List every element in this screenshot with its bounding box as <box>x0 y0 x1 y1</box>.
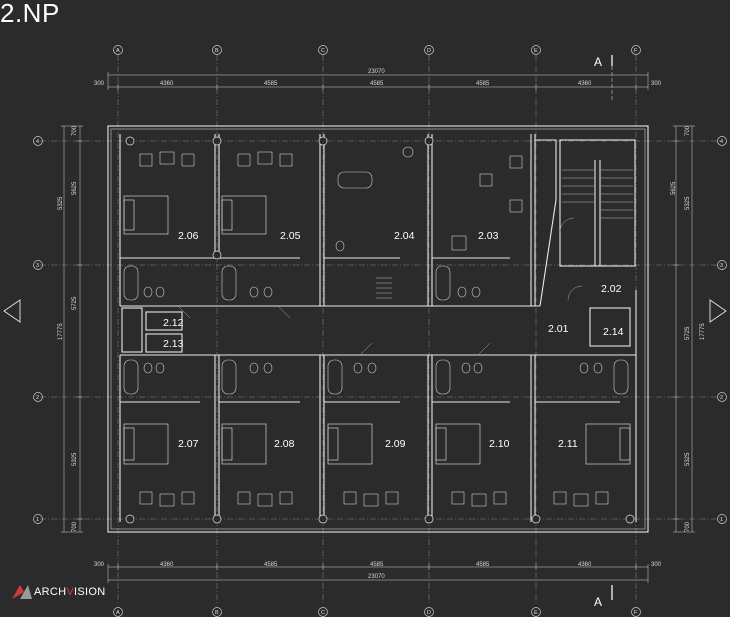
dim-left-seg-3: 5325 <box>58 196 64 210</box>
dim-right-total: 17775 <box>700 323 706 340</box>
dim-bottom-seg-4: 4585 <box>370 562 384 568</box>
dim-right-seg-3: 5325 <box>685 196 691 210</box>
dim-right-seg-5: 5325 <box>685 452 691 466</box>
dim-top-seg-3: 4585 <box>264 81 278 87</box>
columns <box>125 136 635 524</box>
dim-left-seg-5: 5325 <box>72 452 78 466</box>
stair-treads-small <box>376 277 392 299</box>
room-label-2-01: 2.01 <box>548 323 569 335</box>
dimension-lines-bottom <box>107 564 649 583</box>
grid-label-b-top: B <box>215 48 219 54</box>
dimension-lines-left <box>61 125 83 533</box>
grid-column-markers-bottom <box>113 607 641 617</box>
dim-left-seg-1: 700 <box>72 125 78 136</box>
grid-label-f-bottom: F <box>634 610 638 616</box>
angled-wall <box>535 139 557 307</box>
dim-top-total: 23070 <box>368 69 385 75</box>
grid-label-1-right: 1 <box>720 517 723 523</box>
dim-right-seg-2: 5625 <box>671 181 677 195</box>
dim-bottom-seg-7: 300 <box>651 562 662 568</box>
entrance-arrow-right-icon <box>709 299 727 323</box>
grid-label-3-right: 3 <box>720 263 723 269</box>
dim-top-seg-1: 300 <box>94 81 105 87</box>
beds-top <box>123 195 267 235</box>
page-title: 2.NP <box>0 0 60 28</box>
logo-text: ARCHVISION <box>34 586 106 598</box>
armchairs <box>139 151 609 507</box>
grid-label-1-left: 1 <box>36 517 39 523</box>
section-marker-top: A <box>594 55 613 100</box>
archvision-logo: ARCHVISION <box>10 584 105 600</box>
entrance-arrow-left-icon <box>3 299 21 323</box>
grid-label-f-top: F <box>634 48 638 54</box>
dim-top-seg-2: 4360 <box>160 81 174 87</box>
room-label-2-09: 2.09 <box>385 438 406 450</box>
building-walls <box>107 125 649 533</box>
grid-row-markers-left <box>33 136 43 524</box>
dim-bottom-seg-2: 4360 <box>160 562 174 568</box>
door-swings <box>177 217 583 356</box>
stair-treads <box>562 169 633 219</box>
room-label-2-10: 2.10 <box>489 438 510 450</box>
dim-left-seg-4: 5725 <box>72 296 78 310</box>
grid-label-4-left: 4 <box>36 139 39 145</box>
grid-label-a-top: A <box>116 48 120 54</box>
dim-right-seg-4: 5725 <box>685 326 691 340</box>
room-label-2-02: 2.02 <box>601 283 622 295</box>
dim-top-seg-5: 4585 <box>476 81 490 87</box>
room-label-2-12: 2.12 <box>163 317 184 329</box>
dim-bottom-total: 23070 <box>368 574 385 580</box>
grid-label-d-bottom: D <box>427 610 431 616</box>
room-label-2-11: 2.11 <box>558 438 578 450</box>
room-label-2-06: 2.06 <box>178 230 199 242</box>
room-label-2-14: 2.14 <box>603 326 624 338</box>
dim-right-seg-1: 700 <box>685 125 691 136</box>
grid-label-d-top: D <box>427 48 431 54</box>
dim-bottom-seg-6: 4360 <box>578 562 592 568</box>
grid-label-b-bottom: B <box>215 610 219 616</box>
dim-bottom-seg-5: 4585 <box>476 562 490 568</box>
room-label-2-07: 2.07 <box>178 438 199 450</box>
dim-top-seg-4: 4585 <box>370 81 384 87</box>
grid-label-2-right: 2 <box>720 395 723 401</box>
section-label-bottom: A <box>594 595 602 609</box>
dim-left-seg-2: 5625 <box>72 181 78 195</box>
dimension-lines-top <box>107 72 649 90</box>
grid-label-c-bottom: C <box>321 610 325 616</box>
section-marker-bottom: A <box>594 585 613 609</box>
grid-label-e-top: E <box>534 48 538 54</box>
dimension-lines-right <box>673 125 695 533</box>
dim-right-seg-6: 700 <box>685 521 691 532</box>
grid-label-a-bottom: A <box>116 610 120 616</box>
dim-top-seg-7: 300 <box>651 81 662 87</box>
dim-bottom-seg-1: 300 <box>94 562 105 568</box>
room-label-2-08: 2.08 <box>274 438 295 450</box>
section-label-top: A <box>594 55 602 69</box>
bathroom-fixtures <box>123 146 629 395</box>
dim-left-total: 17775 <box>58 323 64 340</box>
beds-bottom <box>123 423 631 465</box>
dim-left-seg-6: 700 <box>72 521 78 532</box>
axis-grid <box>40 55 720 605</box>
grid-label-4-right: 4 <box>720 139 723 145</box>
grid-label-2-left: 2 <box>36 395 39 401</box>
grid-label-c-top: C <box>321 48 325 54</box>
grid-row-markers-right <box>717 136 727 524</box>
grid-column-markers-top <box>113 45 641 55</box>
room-label-2-03: 2.03 <box>478 230 499 242</box>
room-label-2-05: 2.05 <box>280 230 301 242</box>
room-label-2-04: 2.04 <box>394 230 415 242</box>
archvision-logo-icon <box>12 585 32 599</box>
grid-label-e-bottom: E <box>534 610 538 616</box>
room-label-2-13: 2.13 <box>163 338 184 350</box>
grid-label-3-left: 3 <box>36 263 39 269</box>
dim-bottom-seg-3: 4585 <box>264 562 278 568</box>
dim-top-seg-6: 4360 <box>578 81 592 87</box>
